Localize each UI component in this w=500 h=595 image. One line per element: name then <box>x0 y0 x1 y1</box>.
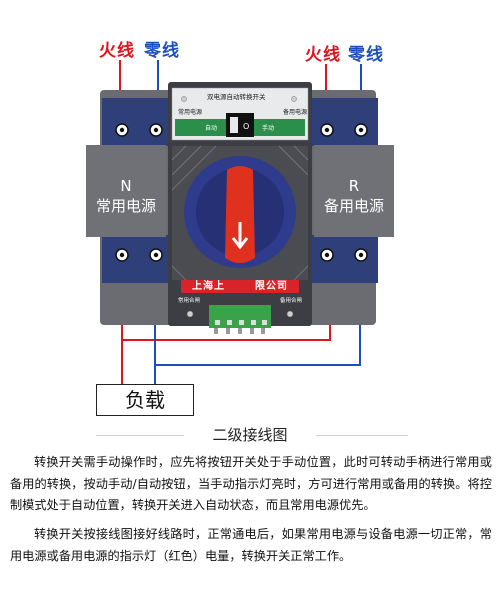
paragraph-1: 转换开关需手动操作时，应先将按钮开关处于手动位置，此时可转动手柄进行常用或备用的… <box>10 455 492 512</box>
left-neutral-label: 零线 <box>144 41 180 61</box>
panel-title: 双电源自动转换开关 <box>207 93 266 101</box>
knob-hatch <box>171 145 309 281</box>
arrow-down-icon <box>231 222 249 250</box>
title-rule-left <box>96 435 184 436</box>
title-rule-right <box>316 435 408 436</box>
paragraph-2: 转换开关按接线图接好线路时，正常通电后，如果常用电源与设备电源一切正常，常用电源… <box>10 527 492 563</box>
indicator-lamp-left <box>181 96 187 102</box>
brand-band: 上海上 限公司 <box>181 280 299 293</box>
bottom-lamp-right <box>286 310 294 318</box>
indicator-left-label: 常用电源 <box>178 109 203 116</box>
bottom-right-label: 备用合闸 <box>280 298 303 304</box>
bottom-lamp-left <box>186 310 194 318</box>
wiring-diagram: O <box>86 60 394 384</box>
right-bottom-terminal-block <box>308 235 378 283</box>
left-bottom-terminal-block <box>102 235 172 283</box>
left-live-label: 火线 <box>99 41 135 61</box>
indicator-right-label: 备用电源 <box>283 109 308 116</box>
switch-manual-label: 手动 <box>262 125 275 132</box>
indicator-lamp-right <box>291 96 297 102</box>
brand-left: 上海上 <box>192 281 225 292</box>
svg-text:O: O <box>243 122 249 131</box>
switch-auto-label: 自动 <box>205 125 218 132</box>
brand-right: 限公司 <box>255 281 288 292</box>
right-neutral-label: 零线 <box>348 45 384 65</box>
left-top-terminal-block <box>102 98 172 146</box>
terminal-screws <box>115 123 368 262</box>
right-module-name: 备用电源 <box>323 197 384 215</box>
left-module <box>86 145 166 237</box>
right-module <box>314 145 394 237</box>
section-title: 二级接线图 <box>212 426 288 444</box>
bottom-left-label: 常用合闸 <box>178 298 201 304</box>
right-top-terminal-block <box>308 98 378 146</box>
left-module-letter: N <box>120 177 132 195</box>
right-live-label: 火线 <box>305 45 341 65</box>
load-box: 负载 <box>96 384 194 416</box>
right-module-letter: R <box>348 177 360 195</box>
left-module-name: 常用电源 <box>95 197 156 215</box>
